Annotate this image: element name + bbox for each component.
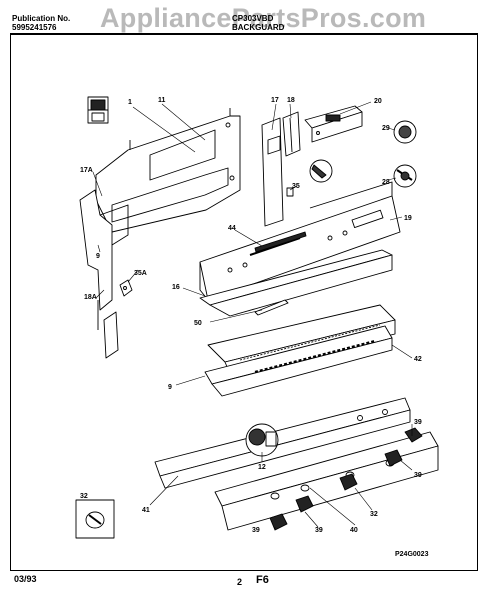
footer-page-number: 2	[237, 577, 243, 587]
publication-label: Publication No.	[12, 14, 71, 23]
part-control-strip-40	[214, 431, 439, 531]
part-lens-44	[254, 231, 307, 253]
part-rear-panel-1	[95, 108, 241, 233]
part-knob-39-d	[269, 513, 288, 531]
label-part-9-lower: 9	[168, 384, 172, 391]
label-part-32-inset: 32	[80, 493, 88, 500]
part-knob-39-e	[295, 495, 314, 513]
label-part-18A: 18A	[84, 294, 97, 301]
part-manifold-41	[154, 397, 411, 489]
part-knob-36	[75, 499, 115, 539]
label-part-16: 16	[172, 284, 180, 291]
part-number-labels: 1 11 17 18 20 29 28 17A 35 19 44 9 35A 1…	[80, 97, 429, 558]
part-switch-29	[87, 96, 109, 124]
publication-number: 5995241576	[12, 23, 57, 32]
diagram-frame	[10, 35, 478, 571]
label-part-17A: 17A	[80, 167, 93, 174]
label-part-44: 44	[228, 225, 236, 232]
label-part-9-upper: 9	[96, 253, 100, 260]
label-part-39-c: 39	[252, 527, 260, 534]
label-part-42: 42	[414, 356, 422, 363]
leader-lines	[92, 101, 413, 530]
part-control-panel-19	[199, 181, 401, 301]
part-trim-16	[199, 249, 393, 317]
label-part-39-a: 39	[414, 419, 422, 426]
part-knob-cap-28	[393, 164, 417, 188]
footer-section-code: F6	[256, 574, 269, 586]
part-terminal-block-20	[304, 105, 363, 143]
part-side-bracket-17	[261, 111, 301, 227]
part-knob-39-c	[339, 473, 358, 491]
section-title: BACKGUARD	[232, 23, 285, 32]
label-part-39-b: 39	[414, 472, 422, 479]
part-knob-29	[393, 120, 417, 144]
model-number: CP303VBD	[232, 14, 274, 23]
label-part-35A: 35A	[134, 270, 147, 277]
part-side-bracket-17A	[79, 189, 129, 359]
part-infinite-switch-12	[245, 423, 279, 457]
label-part-41: 41	[142, 507, 150, 514]
part-clip-35A	[119, 279, 133, 297]
part-switch-bracket-9	[204, 325, 393, 397]
label-part-39-d: 39	[315, 527, 323, 534]
label-part-28: 28	[382, 179, 390, 186]
label-part-18: 18	[287, 97, 295, 104]
label-part-20: 20	[374, 98, 382, 105]
label-part-32-upper: 32	[370, 511, 378, 518]
label-part-29: 29	[382, 125, 390, 132]
watermark: AppliancePartsPros.com	[100, 3, 427, 33]
label-part-35: 35	[292, 183, 300, 190]
label-part-40: 40	[350, 527, 358, 534]
header-rule	[10, 33, 478, 35]
label-part-19: 19	[404, 215, 412, 222]
diagram-code: P24G0023	[395, 551, 429, 558]
label-part-1: 1	[128, 99, 132, 106]
label-part-11: 11	[158, 97, 166, 104]
part-screw-50	[254, 299, 289, 316]
label-part-17: 17	[271, 97, 279, 104]
part-switch-35	[286, 159, 333, 197]
footer-date: 03/93	[14, 574, 37, 584]
label-part-12: 12	[258, 464, 266, 471]
part-knob-39-a	[404, 427, 423, 443]
label-part-50: 50	[194, 320, 202, 327]
part-knob-39-b	[384, 449, 403, 467]
